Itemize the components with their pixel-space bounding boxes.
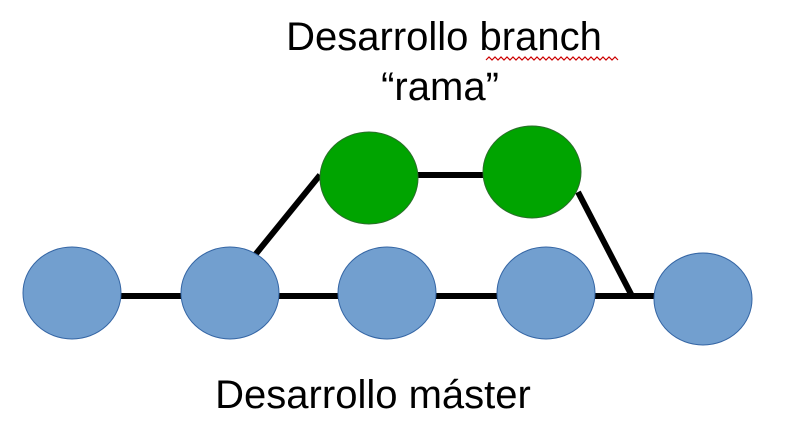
master-node-5 xyxy=(653,252,753,346)
branch-title-line2: “rama” xyxy=(381,65,499,109)
edge-merge xyxy=(575,190,635,298)
master-node-4 xyxy=(496,246,596,340)
master-node-1 xyxy=(22,246,122,340)
master-title: Desarrollo máster xyxy=(215,373,531,417)
spellcheck-underline xyxy=(485,56,619,61)
master-node-3 xyxy=(337,246,437,340)
branch-node-1 xyxy=(319,131,419,225)
master-nodes xyxy=(22,246,753,346)
edges xyxy=(116,172,656,299)
branch-node-2 xyxy=(482,125,582,219)
edge-branch-out xyxy=(252,173,323,257)
branch-nodes xyxy=(319,125,582,225)
master-node-2 xyxy=(180,246,280,340)
branch-title-line1: Desarrollo branch xyxy=(286,15,602,59)
